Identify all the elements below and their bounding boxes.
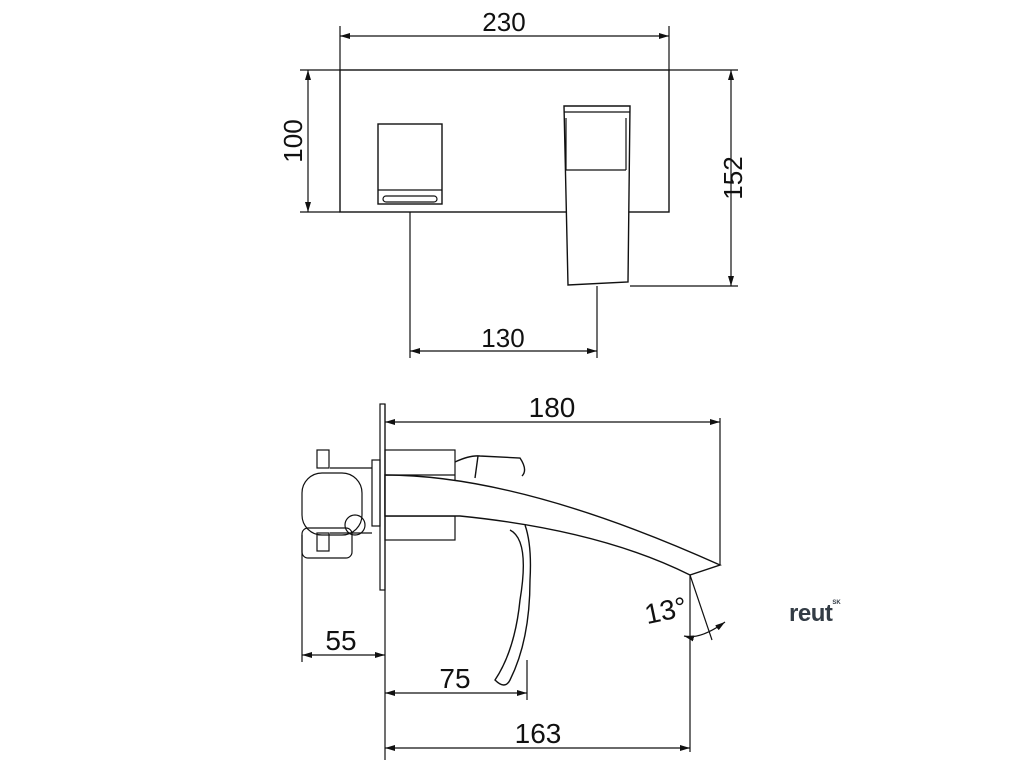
dim-handle-label: 75 xyxy=(439,663,470,694)
front-view xyxy=(300,26,738,358)
dim-spout-label: 163 xyxy=(515,718,562,749)
brand-suffix: SK xyxy=(832,600,841,606)
dim-height-label: 100 xyxy=(278,119,308,162)
dim-depth-label: 55 xyxy=(325,625,356,656)
dim-angle-label: 13° xyxy=(642,591,690,630)
wall-flange xyxy=(379,403,386,591)
dim-reach-label: 180 xyxy=(529,392,576,423)
handle-front xyxy=(377,123,443,205)
brand-name: reut xyxy=(789,600,833,627)
dim-width-label: 230 xyxy=(482,7,525,37)
lever-side xyxy=(494,524,532,686)
side-view xyxy=(301,403,726,760)
wall-plate xyxy=(339,69,670,213)
cross-handle xyxy=(301,449,372,559)
spout-side xyxy=(384,455,722,576)
brand-logo: reutSK xyxy=(789,600,841,628)
dim-total-height-label: 152 xyxy=(718,156,748,199)
spout-front xyxy=(563,105,631,286)
dim-spacing-label: 130 xyxy=(481,323,524,353)
